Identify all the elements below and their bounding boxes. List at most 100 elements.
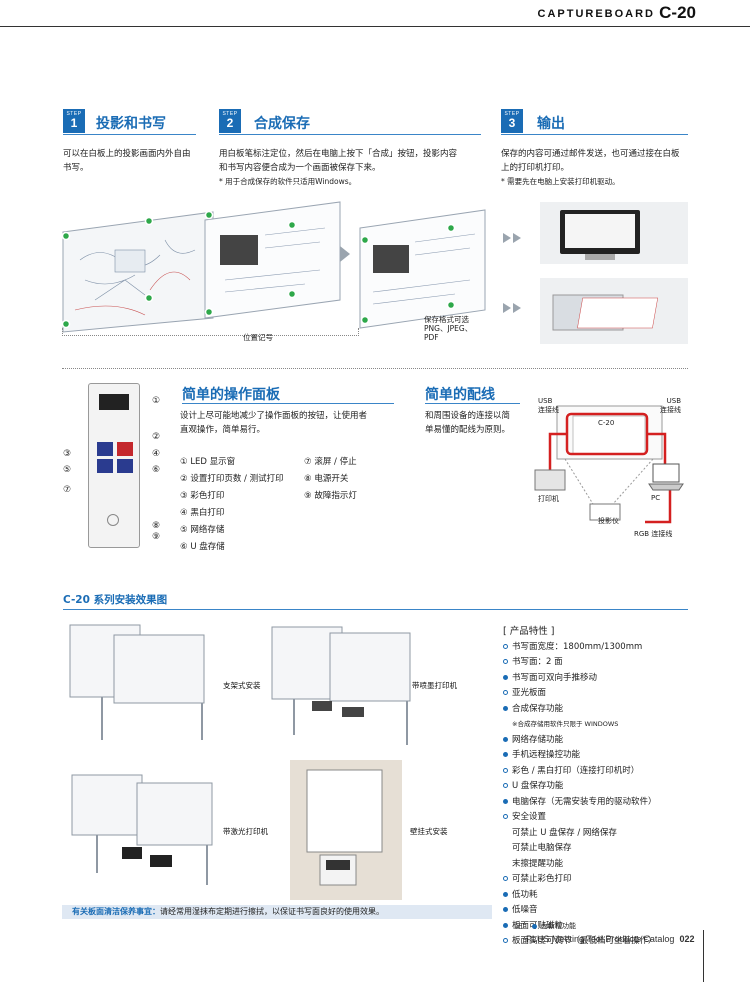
wiring-pc-label: PC [651, 494, 661, 502]
panel-title: 简单的操作面板 [182, 387, 280, 403]
panel-callout-9: ⑨ [152, 532, 161, 542]
projected-photo-1 [220, 235, 258, 265]
projected-photo-2 [373, 245, 409, 273]
install-title: C-20 系列安装效果图 [63, 594, 168, 606]
panel-callout-8: ⑧ [152, 521, 161, 531]
panel-callout-1: ① [152, 396, 161, 406]
step3-desc: 保存的内容可通过邮件发送，也可通过接在白板上的打印机打印。 * 需要先在电脑上安… [501, 149, 680, 186]
feature-item: 书写面：2 面 [503, 655, 703, 671]
feature-item: 可禁止彩色打印 [503, 872, 703, 888]
header-rule [0, 26, 750, 27]
feature-item: U 盘保存功能 [503, 779, 703, 795]
step2-rule [219, 134, 481, 135]
panel-item: ① LED 显示窗 [180, 457, 236, 467]
panel-callout-3: ③ [63, 449, 72, 459]
wiring-title: 简单的配线 [425, 387, 495, 403]
new-feature-bullet-icon [532, 923, 537, 929]
feature-item: 低噪音 [503, 903, 703, 919]
features-note: 注：为新增功能 [515, 922, 576, 930]
wiring-printer-label: 打印机 [538, 495, 559, 503]
new-feature-bullet-icon [503, 705, 508, 711]
cleaning-note: 有关板面清洁保养事宜：请经常用湿抹布定期进行擦拭，以保证书写面良好的使用效果。 [62, 905, 492, 919]
panel-callout-6: ⑥ [152, 465, 161, 475]
features-heading: [ 产品特性 ] [503, 626, 555, 637]
position-mark-line [62, 335, 359, 336]
standard-bullet-icon [503, 783, 508, 788]
feature-item: 手机远程操控功能 [503, 748, 703, 764]
panel-desc: 设计上尽可能地减少了操作面板的按钮，让使用者直观操作，简单易行。 [180, 411, 368, 435]
standard-bullet-icon [503, 938, 508, 943]
install-label-wall: 壁挂式安装 [410, 827, 448, 836]
panel-items-left: ① LED 显示窗 ② 设置打印页数 / 测试打印 ③ 彩色打印 ④ 黑白打印 … [180, 454, 284, 556]
position-mark-label: 位置记号 [243, 333, 273, 342]
new-feature-bullet-icon [503, 922, 508, 928]
feature-item: 可禁止电脑保存 [512, 843, 572, 853]
panel-item: ③ 彩色打印 [180, 491, 225, 501]
section-divider [62, 368, 688, 369]
footer-rule [703, 930, 704, 982]
standard-bullet-icon [503, 690, 508, 695]
panel-item: ⑤ 网络存储 [180, 525, 225, 535]
wiring-board-label: C-20 [598, 419, 615, 427]
feature-item: 彩色 / 黑白打印（连接打印机时） [503, 764, 703, 780]
panel-item: ⑨ 故障指示灯 [304, 491, 357, 501]
standard-bullet-icon [503, 876, 508, 881]
standard-bullet-icon [503, 767, 508, 773]
standard-bullet-icon [503, 659, 508, 664]
panel-callout-4: ④ [152, 449, 161, 459]
feature-item: 低功耗 [503, 888, 703, 904]
control-panel-image [88, 383, 140, 548]
feature-item: 合成保存功能 [503, 702, 703, 718]
install-label-stand: 支架式安装 [223, 681, 261, 690]
position-mark-tick-1 [62, 328, 63, 336]
feature-item: 亚光板面 [503, 686, 703, 702]
wiring-projector-label: 投影仪 [598, 517, 619, 525]
new-feature-bullet-icon [503, 891, 508, 897]
panel-item: ⑥ U 盘存储 [180, 542, 225, 552]
install-label-inkjet: 带喷墨打印机 [412, 681, 457, 690]
wiring-desc: 和周围设备的连接以简单易懂的配线为原则。 [425, 411, 511, 435]
panel-callout-7: ⑦ [63, 485, 72, 495]
wiring-rule [425, 403, 520, 404]
step-diagram [61, 201, 688, 344]
new-feature-bullet-icon [503, 907, 508, 912]
feature-item: 安全设置 [503, 810, 703, 826]
whiteboard-sketch-2 [204, 201, 341, 319]
new-feature-bullet-icon [503, 736, 508, 742]
install-label-laser: 带激光打印机 [223, 827, 268, 836]
panel-item: ② 设置打印页数 / 测试打印 [180, 474, 284, 484]
feature-item: 板面可贴磁粒 [503, 919, 703, 935]
wiring-rgb-label: RGB 连接线 [634, 530, 673, 538]
install-rule [63, 609, 688, 610]
feature-item: 书写面宽度：1800mm/1300mm [503, 640, 703, 656]
step2-title: 合成保存 [254, 116, 310, 132]
feature-item: 电脑保存（无需安装专用的驱动软件） [503, 795, 703, 811]
feature-item: 可禁止 U 盘保存 / 网络保存 [512, 827, 617, 838]
step3-title: 输出 [537, 116, 565, 132]
step1-title: 投影和书写 [96, 116, 166, 132]
new-feature-bullet-icon [503, 674, 508, 680]
footer-catalog: PLUS Meeting Tool Products Catalog 022 [526, 934, 695, 944]
panel-item: ④ 黑白打印 [180, 508, 225, 518]
new-feature-bullet-icon [503, 752, 508, 757]
panel-rule [182, 403, 394, 404]
step1-desc: 可以在白板上的投影画面内外自由书写。 [63, 149, 191, 173]
panel-callout-2: ② [152, 432, 161, 442]
header-series: CAPTUREBOARD [537, 8, 655, 20]
panel-items-right: ⑦ 滚屏 / 停止 ⑧ 电源开关 ⑨ 故障指示灯 [304, 454, 357, 505]
position-mark-tick-2 [358, 328, 359, 336]
new-feature-bullet-icon [503, 798, 508, 804]
feature-item: 书写面可双向手推移动 [503, 671, 703, 687]
whiteboard-composite [359, 209, 486, 329]
step2-desc: 用白板笔标注定位，然后在电脑上按下「合成」按钮，投影内容和书写内容便合成为一个画… [219, 149, 458, 186]
step3-rule [501, 134, 688, 135]
feature-item: 板面高度可调节（最低档可坐着操作） [503, 934, 703, 950]
feature-item: ※合成存储用软件只限于 WINDOWS [512, 720, 619, 728]
panel-item: ⑧ 电源开关 [304, 474, 349, 484]
